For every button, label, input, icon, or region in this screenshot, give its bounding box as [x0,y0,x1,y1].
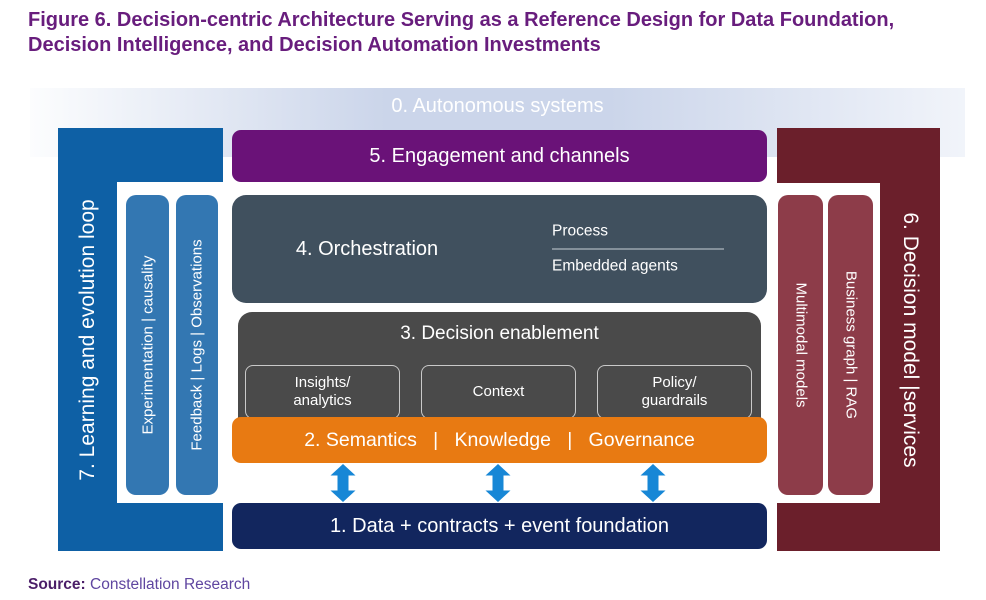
source-text: Constellation Research [85,576,251,593]
up-down-arrow-icon [330,464,356,502]
learning-loop-label-area: 7. Learning and evolution loop [58,128,117,551]
orchestration-box: 4. Orchestration Process Embedded agents [232,195,767,303]
subbox-policy-line2: guardrails [641,392,708,409]
multimodal-models-pill: Multimodal models [778,195,823,495]
subbox-insights-line1: Insights/ [294,374,351,391]
engagement-channels-bar: 5. Engagement and channels [232,130,767,182]
subbox-context-line1: Context [472,383,525,400]
subbox-insights-analytics: Insights/ analytics [245,365,400,419]
source-line: Source: Constellation Research [28,576,250,594]
experimentation-pill: Experimentation | causality [126,195,169,495]
up-down-arrow-icon [640,464,666,502]
subbox-insights-line2: analytics [293,392,352,409]
learning-loop-block: 7. Learning and evolution loop Experimen… [58,128,223,551]
process-label: Process [552,222,608,240]
data-foundation-bar: 1. Data + contracts + event foundation [232,503,767,549]
semantics-knowledge-governance-bar: 2. Semantics | Knowledge | Governance [232,417,767,463]
experimentation-pill-label: Experimentation | causality [139,255,156,435]
learning-loop-label: 7. Learning and evolution loop [75,198,99,481]
source-label: Source: [28,576,86,593]
decision-model-label-area: 6. Decision model |services [880,128,940,551]
feedback-pill: Feedback | Logs | Observations [176,195,218,495]
enablement-subboxes: Insights/ analytics Context Policy/ guar… [245,365,752,419]
multimodal-models-pill-label: Multimodal models [792,282,809,408]
feedback-pill-label: Feedback | Logs | Observations [188,239,206,451]
decision-enablement-label: 3. Decision enablement [400,323,599,344]
divider-line [552,248,724,250]
decision-model-label: 6. Decision model |services [899,211,922,468]
decision-model-block: 6. Decision model |services Multimodal m… [777,128,940,551]
business-graph-pill-label: Business graph | RAG [842,270,859,420]
orchestration-label: 4. Orchestration [295,237,439,260]
business-graph-pill: Business graph | RAG [828,195,873,495]
up-down-arrow-icon [485,464,511,502]
subbox-policy-line1: Policy/ [652,374,697,391]
orchestration-detail: Process Embedded agents [552,223,724,276]
figure-title: Figure 6. Decision-centric Architecture … [28,9,895,56]
embedded-agents-label: Embedded agents [552,257,678,275]
subbox-context: Context [421,365,576,419]
subbox-policy-guardrails: Policy/ guardrails [597,365,752,419]
